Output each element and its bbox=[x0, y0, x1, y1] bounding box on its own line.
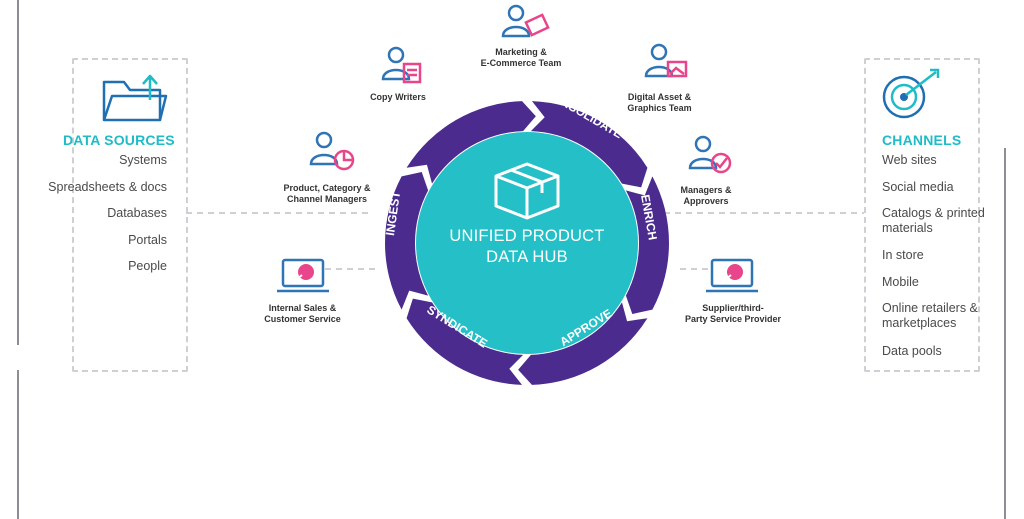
internal-sales-laptop-icon bbox=[277, 258, 329, 293]
hub-title-line1: UNIFIED PRODUCT bbox=[449, 227, 605, 245]
ring-segment-validate bbox=[406, 101, 536, 184]
folder-upload-icon bbox=[102, 74, 168, 122]
hub-title-line2: DATA HUB bbox=[486, 248, 568, 266]
right-edge-line bbox=[1004, 148, 1006, 519]
role-supplier: Supplier/third- Party Service Provider bbox=[684, 303, 782, 324]
channel-item: Mobile bbox=[882, 275, 919, 289]
data-source-item: Portals bbox=[128, 233, 167, 247]
channel-item: Social media bbox=[882, 180, 954, 194]
channel-item: In store bbox=[882, 248, 924, 262]
stage-ingest: INGEST bbox=[383, 190, 403, 237]
ring-segment-enrich bbox=[625, 176, 669, 315]
connector-lines bbox=[186, 212, 864, 270]
channel-item: Online retailers & marketplaces bbox=[882, 301, 978, 330]
role-marketing: Marketing & E-Commerce Team bbox=[480, 47, 562, 68]
process-ring bbox=[384, 101, 669, 385]
approver-person-icon bbox=[688, 135, 732, 174]
channel-item: Web sites bbox=[882, 153, 937, 167]
hub-circle bbox=[416, 132, 638, 354]
digital-asset-person-icon bbox=[644, 43, 688, 78]
ring-segment-ingest bbox=[384, 171, 429, 310]
channels-title: CHANNELS bbox=[882, 132, 962, 148]
data-sources-panel bbox=[72, 58, 188, 372]
data-source-item: Spreadsheets & docs bbox=[48, 180, 167, 194]
ring-segment-syndicate bbox=[406, 298, 524, 385]
ring-segment-approve bbox=[518, 302, 648, 385]
marketing-person-icon bbox=[501, 4, 550, 38]
ring-segment-consolidate bbox=[530, 101, 648, 188]
target-icon bbox=[882, 68, 940, 119]
product-manager-person-icon bbox=[309, 131, 355, 171]
data-source-item: Databases bbox=[107, 206, 167, 220]
copy-writer-person-icon bbox=[381, 46, 422, 84]
channels-panel bbox=[864, 58, 980, 372]
left-edge-line-lower bbox=[17, 370, 19, 519]
role-managers-approvers: Managers & Approvers bbox=[680, 185, 732, 206]
data-sources-title: DATA SOURCES bbox=[63, 132, 175, 148]
role-digital-asset: Digital Asset & Graphics Team bbox=[627, 92, 692, 113]
open-box-icon bbox=[494, 162, 560, 220]
role-product-managers: Product, Category & Channel Managers bbox=[283, 183, 371, 204]
role-copy-writers: Copy Writers bbox=[370, 92, 426, 102]
data-source-item: People bbox=[128, 259, 167, 273]
channel-item: Data pools bbox=[882, 344, 942, 358]
left-edge-line bbox=[17, 0, 19, 345]
data-source-item: Systems bbox=[119, 153, 167, 167]
supplier-laptop-icon bbox=[706, 258, 758, 293]
role-internal-sales: Internal Sales & Customer Service bbox=[264, 303, 341, 324]
channel-item: Catalogs & printed materials bbox=[882, 206, 985, 235]
